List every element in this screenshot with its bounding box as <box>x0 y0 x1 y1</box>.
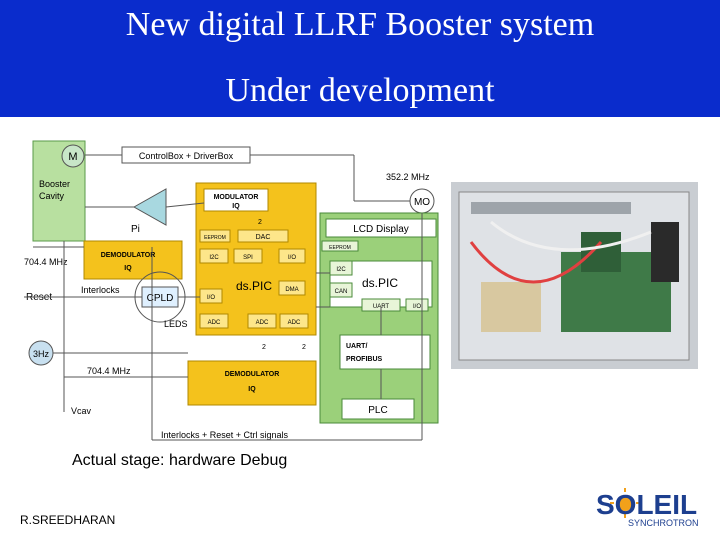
freq-352-label: 352.2 MHz <box>386 172 430 182</box>
dma-block <box>278 280 306 296</box>
demodulator-iq-label-2: IQ <box>248 386 256 393</box>
small-pcb <box>581 232 621 272</box>
connector-row <box>471 202 631 214</box>
i2c-label-2: I2C <box>336 267 346 273</box>
slide-title: New digital LLRF Booster system <box>125 6 595 43</box>
freq-704-label-2: 704.4 MHz <box>87 366 131 376</box>
modulator-label: MODULATOR <box>214 194 259 201</box>
white-cable <box>490 220 652 252</box>
caption: Actual stage: hardware Debug <box>72 452 288 469</box>
count-2c-label: 2 <box>302 344 306 351</box>
eeprom-block-2 <box>321 240 359 252</box>
can-block <box>329 282 353 298</box>
eeprom-label-2: EEPROM <box>329 245 351 251</box>
mo-label: MO <box>414 197 430 208</box>
slide-subtitle: Under development <box>225 72 495 109</box>
lcd-display-block <box>325 218 437 238</box>
dma-label: DMA <box>285 287 298 293</box>
plc-block <box>341 398 415 420</box>
eeprom-label: EEPROM <box>204 235 226 241</box>
hardware-photo <box>451 182 698 369</box>
i2c-label: I2C <box>209 255 219 261</box>
modulator-iq-label: IQ <box>232 203 240 210</box>
adc-block-3 <box>279 313 309 329</box>
uart-profibus-block <box>339 334 431 370</box>
author-name: R.SREEDHARAN <box>20 513 116 527</box>
sun-rays <box>610 488 640 518</box>
vcav-label: Vcav <box>71 406 92 416</box>
dac-label: DAC <box>256 234 271 241</box>
interlocks-label: Interlocks <box>81 285 120 295</box>
demodulator-label-1: DEMODULATOR <box>101 252 156 259</box>
demodulator-block-2 <box>187 360 317 406</box>
booster-label: Booster <box>39 179 70 189</box>
leds-label: LEDS <box>164 319 188 329</box>
can-label: CAN <box>335 289 348 295</box>
dspic-label-1: ds.PIC <box>236 279 272 293</box>
connection-lines <box>24 154 423 441</box>
bottom-bus-label: Interlocks + Reset + Ctrl signals <box>161 430 289 440</box>
io-block-1 <box>278 248 306 264</box>
cavity-label: Cavity <box>39 191 65 201</box>
freq-704-label-1: 704.4 MHz <box>24 257 68 267</box>
io-label-3: I/O <box>413 304 421 310</box>
uart-profibus-label-1: UART/ <box>346 343 367 350</box>
lcd-display-label: LCD Display <box>353 224 409 235</box>
soleil-logo: SOLEIL SYNCHROTRON <box>596 488 699 528</box>
logo-subtitle: SYNCHROTRON <box>628 518 699 528</box>
dark-component <box>651 222 679 282</box>
pi-label: Pi <box>131 224 140 235</box>
dspic-label-2: ds.PIC <box>362 276 398 290</box>
m-label: M <box>68 151 77 163</box>
i2c-block-2 <box>329 260 353 276</box>
demodulator-iq-label-1: IQ <box>124 265 132 272</box>
eeprom-block <box>199 229 231 243</box>
title-banner <box>0 0 720 117</box>
sun-icon <box>617 495 633 511</box>
count-2-label: 2 <box>258 219 262 226</box>
demodulator-label-2: DEMODULATOR <box>225 371 280 378</box>
io-label-1: I/O <box>288 255 296 261</box>
dac-block <box>237 229 289 243</box>
spi-block <box>233 248 263 264</box>
cpld-label: CPLD <box>147 293 174 304</box>
llrf-block-diagram: M Booster Cavity ControlBox + DriverBox … <box>24 140 439 441</box>
beige-module <box>481 282 541 332</box>
controlbox-label: ControlBox + DriverBox <box>139 151 234 161</box>
i2c-block <box>199 248 229 264</box>
uart-profibus-label-2: PROFIBUS <box>346 356 383 363</box>
io-block-2 <box>199 288 223 304</box>
m-circle <box>61 144 85 168</box>
adc-label-3: ADC <box>288 320 301 326</box>
3hz-label: 3Hz <box>33 349 50 359</box>
amplifier-icon <box>132 188 167 226</box>
adc-label-1: ADC <box>208 320 221 326</box>
plc-label: PLC <box>368 405 387 416</box>
logo-word: SOLEIL <box>596 489 697 520</box>
adc-block-2 <box>247 313 277 329</box>
spi-label: SPI <box>243 255 253 261</box>
io-label-2: I/O <box>207 295 215 301</box>
modulator-block <box>203 188 269 212</box>
adc-block-1 <box>199 313 229 329</box>
red-cable <box>469 241 603 284</box>
count-2b-label: 2 <box>262 344 266 351</box>
adc-label-2: ADC <box>256 320 269 326</box>
